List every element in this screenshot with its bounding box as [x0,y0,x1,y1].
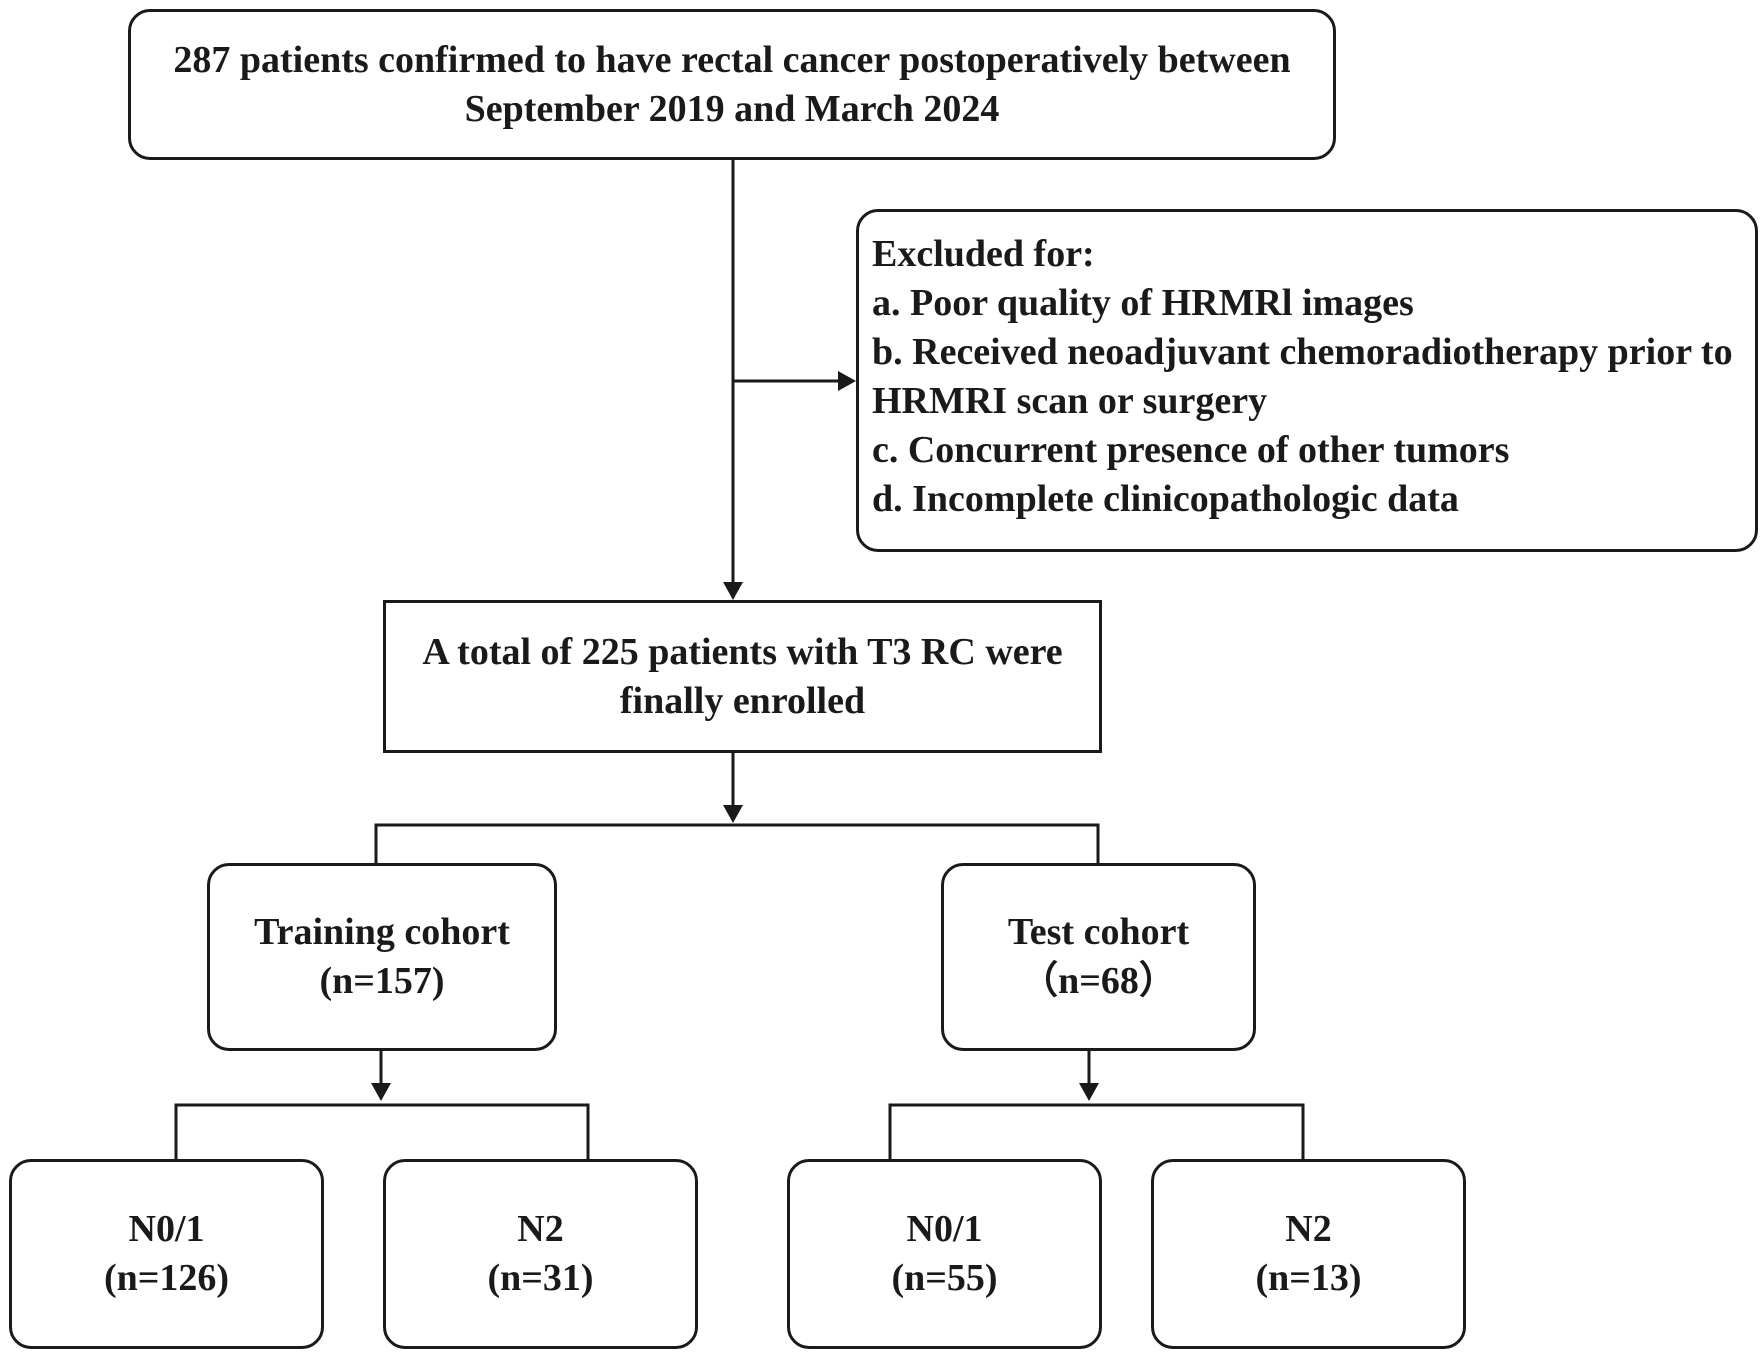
test-cohort-box: Test cohort （n=68） [941,863,1256,1051]
test-n01-count: (n=55) [891,1257,998,1299]
arrowhead-split [723,805,743,823]
start-box-line1: 287 patients confirmed to have rectal ca… [173,38,1291,81]
training-n01-count: (n=126) [103,1257,230,1299]
training-n01-label: N0/1 [128,1208,205,1250]
split-to-cohorts [374,823,1100,863]
test-n01-label: N0/1 [906,1208,983,1250]
training-cohort-count: (n=157) [319,960,445,1002]
arrowhead-exclusion [838,371,856,391]
exclusion-item-d: d. Incomplete clinicopathologic data [872,478,1459,520]
training-cohort-box: Training cohort (n=157) [207,863,557,1051]
exclusion-box: Excluded for: a. Poor quality of HRMRl i… [856,209,1758,552]
exclusion-item-b-cont: HRMRI scan or surgery [872,380,1268,422]
enrolled-box: A total of 225 patients with T3 RC were … [383,600,1102,753]
split-test-groups [888,1103,1305,1159]
test-n2-label: N2 [1285,1208,1332,1250]
training-n2-label: N2 [517,1208,564,1250]
split-training-groups [174,1103,590,1159]
training-n01-box: N0/1 (n=126) [9,1159,324,1349]
exclusion-heading: Excluded for: [872,233,1095,275]
test-cohort-count: （n=68） [1020,960,1177,1002]
test-n2-count: (n=13) [1255,1257,1362,1299]
arrowhead-enrolled [723,582,743,600]
test-cohort-label: Test cohort [1007,911,1190,953]
enrolled-box-line2: finally enrolled [619,679,866,722]
arrowhead-test [1079,1083,1099,1101]
exclusion-item-b: b. Received neoadjuvant chemoradiotherap… [872,331,1733,373]
enrolled-box-line1: A total of 225 patients with T3 RC were [422,630,1063,673]
exclusion-item-a: a. Poor quality of HRMRl images [872,282,1414,324]
arrowhead-training [371,1083,391,1101]
test-n2-box: N2 (n=13) [1151,1159,1466,1349]
training-n2-box: N2 (n=31) [383,1159,698,1349]
exclusion-item-c: c. Concurrent presence of other tumors [872,429,1510,471]
start-box: 287 patients confirmed to have rectal ca… [128,9,1336,160]
training-cohort-label: Training cohort [254,911,510,953]
training-n2-count: (n=31) [487,1257,594,1299]
start-box-line2: September 2019 and March 2024 [464,87,1000,130]
test-n01-box: N0/1 (n=55) [787,1159,1102,1349]
